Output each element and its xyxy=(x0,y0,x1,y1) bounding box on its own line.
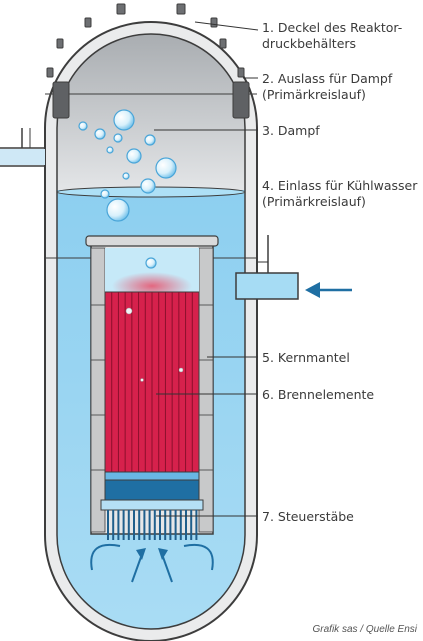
label-coolant-inlet-line2: (Primärkreislauf) xyxy=(262,194,366,209)
label-lid-line1: 1. Deckel des Reaktor- xyxy=(262,20,403,35)
vessel-inner-wall xyxy=(56,33,246,630)
bubble-icon xyxy=(78,109,177,269)
label-coolant-inlet: 4. Einlass für Kühlwasser (Primärkreisla… xyxy=(262,178,417,210)
label-steam-outlet: 2. Auslass für Dampf (Primärkreislauf) xyxy=(262,71,392,103)
label-fuel-elements: 6. Brennelemente xyxy=(262,387,374,403)
lower-support xyxy=(104,479,200,501)
inlet-arrow-icon xyxy=(305,282,352,298)
source-credit: Grafik sas / Quelle Ensi xyxy=(312,624,417,635)
label-control-rods-line1: 7. Steuerstäbe xyxy=(262,509,354,524)
coolant-inlet-pipe xyxy=(235,272,299,300)
label-core-barrel: 5. Kernmantel xyxy=(262,350,350,366)
steam-outlet-flanges xyxy=(52,81,250,119)
lower-grid-plate xyxy=(104,471,200,481)
leader-lines xyxy=(154,21,268,517)
core-barrel-segments xyxy=(90,247,214,533)
label-steam: 3. Dampf xyxy=(262,123,320,139)
label-steam-outlet-line1: 2. Auslass für Dampf xyxy=(262,71,393,86)
label-steam-outlet-line2: (Primärkreislauf) xyxy=(262,87,366,102)
fuel-bubbles xyxy=(125,307,184,382)
flow-arrow-heads xyxy=(136,548,168,560)
lid-bolts xyxy=(46,3,245,78)
label-steam-line1: 3. Dampf xyxy=(262,123,320,138)
label-coolant-inlet-line1: 4. Einlass für Kühlwasser xyxy=(262,178,418,193)
fuel-rod-lines xyxy=(111,292,193,472)
label-fuel-elements-line1: 6. Brennelemente xyxy=(262,387,375,402)
control-rod-base xyxy=(100,499,204,511)
core-barrel-cap xyxy=(85,235,219,247)
label-lid-line2: druckbehälters xyxy=(262,36,357,51)
steam-outlet-pipe-fill xyxy=(0,149,45,165)
core-barrel-segment-lines xyxy=(91,304,213,471)
steam-space xyxy=(57,34,245,191)
control-rods xyxy=(107,510,198,540)
label-control-rods: 7. Steuerstäbe xyxy=(262,509,354,525)
label-core-barrel-line1: 5. Kernmantel xyxy=(262,350,350,365)
flow-arrow-icon xyxy=(90,543,214,583)
label-lid: 1. Deckel des Reaktor- druckbehälters xyxy=(262,20,402,52)
